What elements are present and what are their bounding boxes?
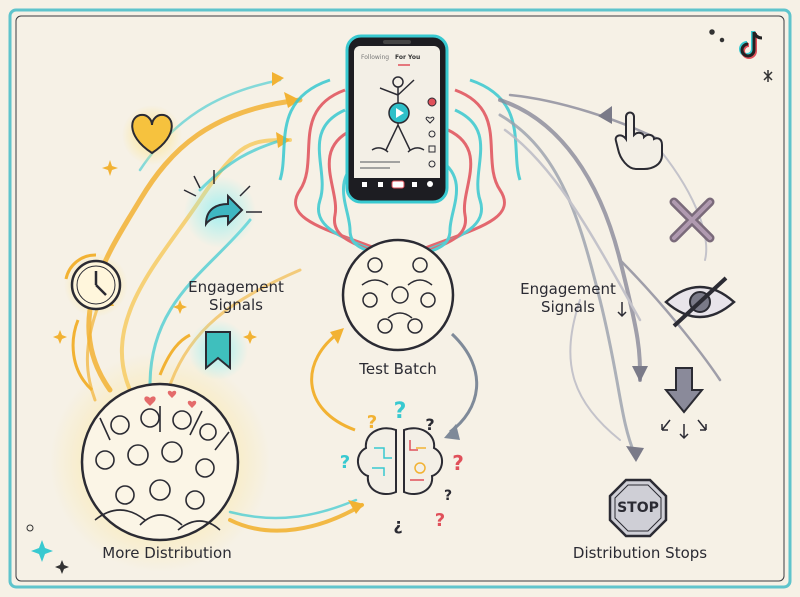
- heart-icon: [122, 105, 182, 165]
- sparkle-bottom-left: [26, 524, 69, 574]
- stop-sign-icon: [608, 478, 668, 538]
- svg-text:?: ?: [452, 451, 464, 475]
- svg-text:?: ?: [435, 510, 445, 531]
- svg-text:?: ?: [444, 488, 452, 504]
- share-arrow-icon: [184, 176, 256, 248]
- svg-text:?: ?: [425, 415, 434, 434]
- test-loop-arrowheads: [330, 328, 460, 440]
- more-distribution-label: More Distribution: [102, 544, 232, 562]
- brain-icon: [357, 427, 443, 495]
- sparkle-top-right: [709, 29, 773, 82]
- stop-sign-text: STOP: [617, 500, 659, 516]
- bookmark-icon: [188, 320, 248, 380]
- phone-tab-for-you[interactable]: For You: [395, 54, 421, 61]
- play-icon: [388, 102, 410, 124]
- inner-frame: [15, 15, 785, 582]
- engagement-right-line2: Signals: [541, 298, 595, 316]
- engagement-right-line1: Engagement: [520, 280, 616, 298]
- svg-text:?: ?: [340, 452, 350, 473]
- crowd-circle: [80, 382, 240, 542]
- share-burst-arrows: [183, 170, 262, 213]
- test-batch-circle: [341, 238, 455, 352]
- outer-frame: [8, 8, 792, 589]
- phone-tab-following[interactable]: Following: [361, 54, 390, 61]
- test-loop-arrows: [310, 330, 479, 434]
- svg-text:¿: ¿: [393, 515, 402, 534]
- loop-arrows-left: [71, 319, 191, 392]
- svg-text:?: ?: [394, 399, 407, 424]
- small-down-arrows: [661, 419, 707, 440]
- phone-bottom-nav: [362, 180, 433, 189]
- clock-icon: [64, 253, 128, 317]
- question-marks: ? ? ? ? ? ? ¿ ?: [340, 399, 464, 534]
- small-sparkles-left: [53, 160, 257, 344]
- tiktok-logo-icon: [739, 31, 763, 59]
- engagement-left-line2: Signals: [209, 296, 263, 314]
- distribution-stops-label: Distribution Stops: [572, 544, 708, 562]
- engagement-signals-right: Engagement Signals: [518, 280, 618, 316]
- negative-arrowheads: [598, 106, 648, 462]
- phone-side-icons: [425, 97, 437, 168]
- phone-caption-lines: [360, 161, 400, 169]
- pointer-hand-icon: [614, 111, 663, 170]
- test-batch-label: Test Batch: [359, 360, 437, 378]
- signal-down-arrow: [617, 302, 627, 318]
- x-mark-icon: [669, 197, 715, 243]
- eye-slash-icon: [664, 276, 736, 328]
- negative-streams: [498, 93, 722, 457]
- engagement-signals-left: Engagement Signals: [186, 278, 286, 314]
- svg-text:?: ?: [367, 412, 377, 433]
- engagement-left-line1: Engagement: [188, 278, 284, 296]
- down-arrow-icon: [663, 367, 705, 414]
